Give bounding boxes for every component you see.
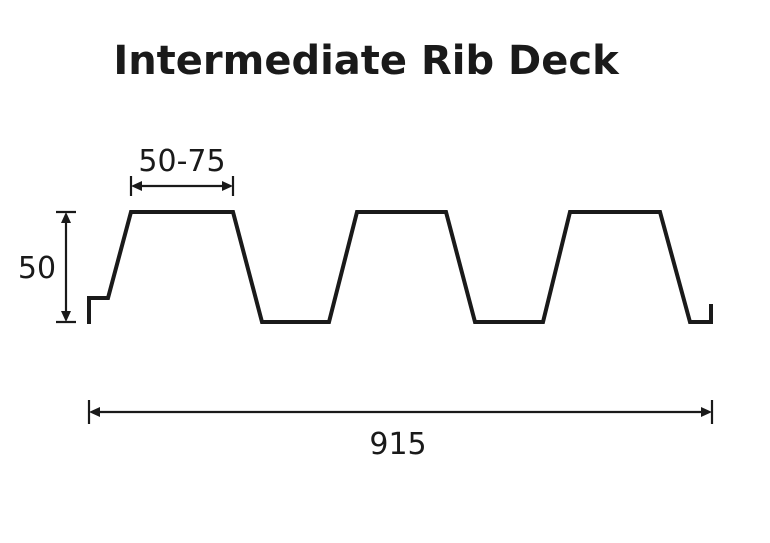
diagram-title: Intermediate Rib Deck bbox=[113, 38, 620, 84]
rib-height-dimension: 50 bbox=[18, 210, 76, 324]
rib-top-width-dimension: 50-75 bbox=[129, 144, 235, 196]
overall-width-label: 915 bbox=[369, 427, 426, 462]
overall-width-dimension: 915 bbox=[87, 400, 714, 462]
rib-top-width-label: 50-75 bbox=[138, 144, 225, 179]
rib-height-label: 50 bbox=[18, 251, 56, 286]
deck-profile bbox=[87, 210, 713, 324]
